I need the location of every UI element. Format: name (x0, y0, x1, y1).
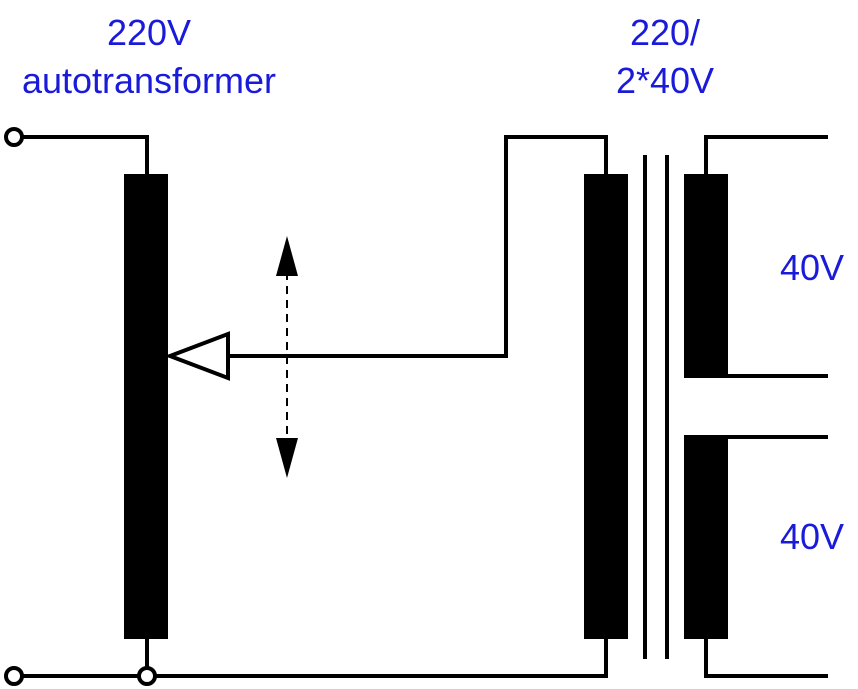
autotransformer-winding (124, 174, 168, 639)
wire-secondary-upper-top (704, 135, 828, 176)
junction-node (137, 666, 157, 686)
wire-secondary-lower-bottom (704, 637, 828, 678)
transformer-ratio-label-line1: 220/ (629, 12, 701, 53)
input-terminal-top (4, 127, 24, 147)
transformer-ratio-label-line2: 2*40V (615, 60, 715, 101)
wiper-arrowhead (164, 331, 230, 381)
output-lower-voltage-label: 40V (780, 516, 845, 557)
wire-wiper-to-primary (228, 135, 608, 358)
wire-common-bottom (155, 637, 608, 678)
autotransformer-name-label: autotransformer (21, 60, 277, 101)
wire-input-top (22, 135, 149, 176)
transformer-secondary-upper-winding (684, 174, 728, 378)
transformer-primary-winding (584, 174, 628, 639)
input-terminal-bottom (4, 666, 24, 686)
adjust-arrow-down-icon (276, 438, 298, 478)
transformer-secondary-lower-winding (684, 435, 728, 639)
output-upper-voltage-label: 40V (780, 247, 845, 288)
adjust-arrow-up-icon (276, 236, 298, 276)
autotransformer-voltage-label: 220V (106, 12, 192, 53)
